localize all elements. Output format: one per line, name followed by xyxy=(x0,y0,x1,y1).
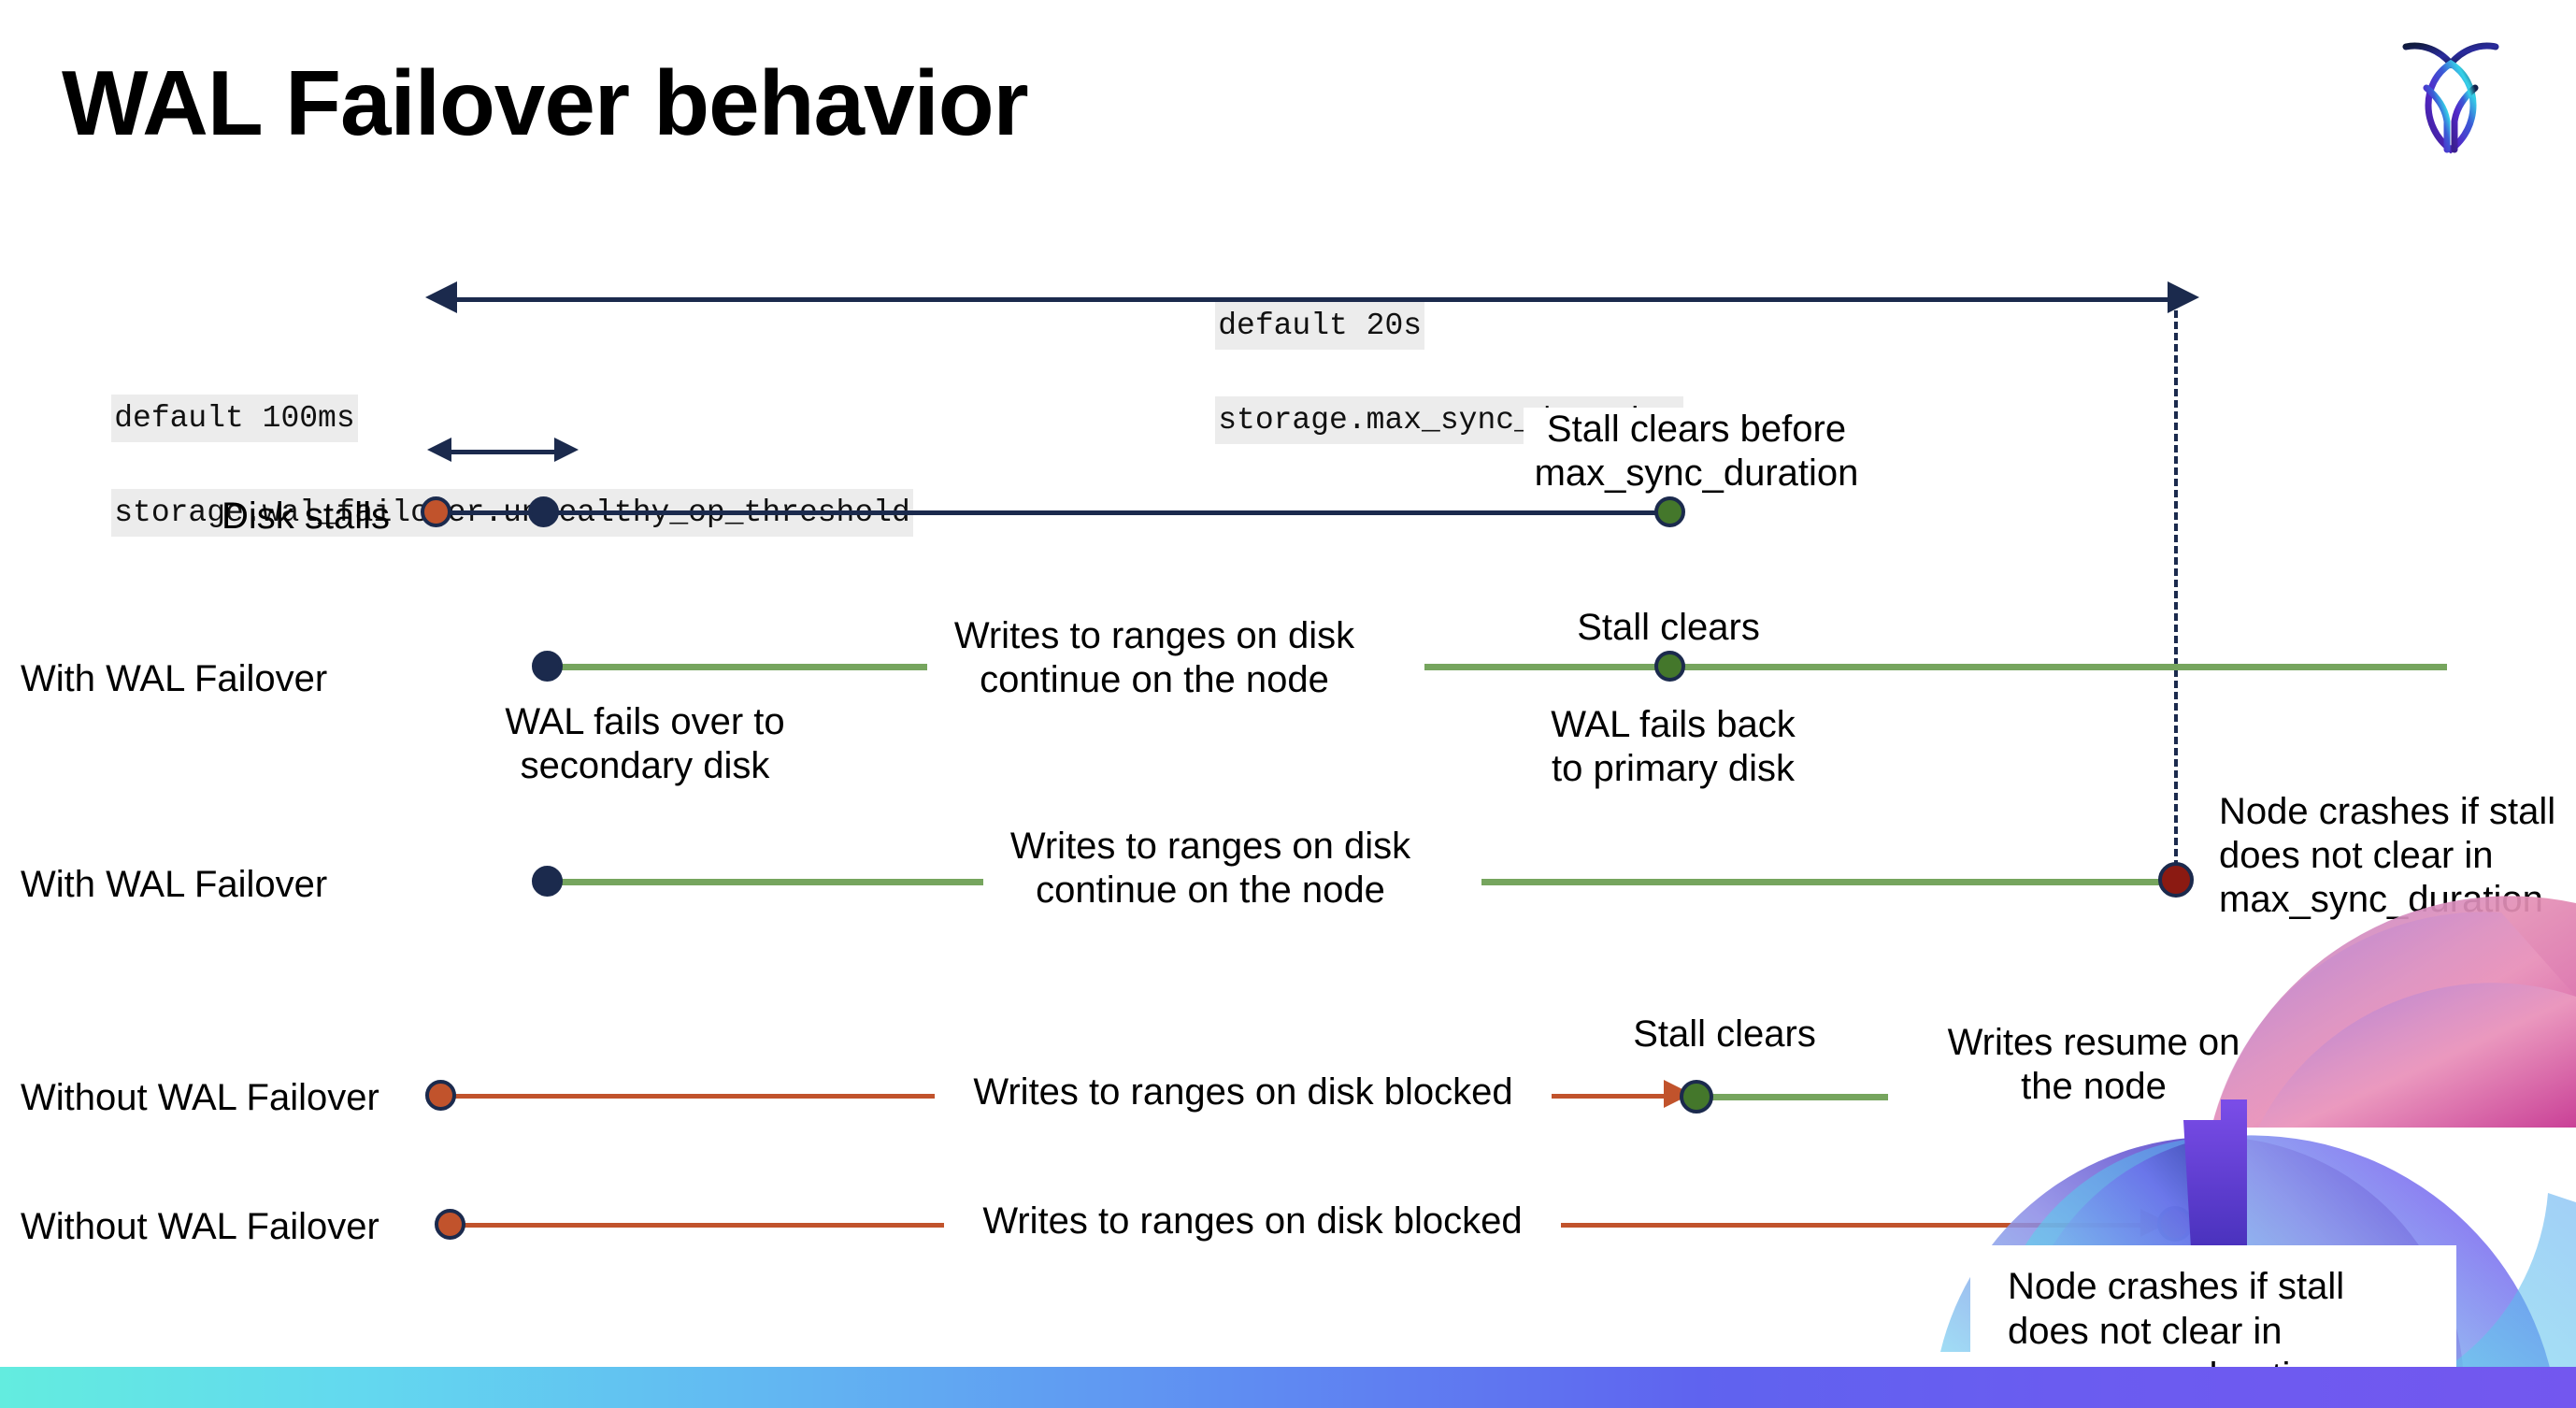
note-writes-blocked-2: Writes to ranges on disk blocked xyxy=(944,1200,1561,1244)
without-wal-2-stall-start-dot xyxy=(435,1209,465,1240)
note-writes-continue-1: Writes to ranges on disk continue on the… xyxy=(935,614,1374,703)
disk-stalls-timeline xyxy=(437,510,1681,515)
note-stall-clears-1: Stall clears xyxy=(1524,606,1813,651)
without-wal-1-blocked-line-a xyxy=(449,1094,935,1099)
without-wal-1-stall-start-dot xyxy=(425,1080,456,1111)
wal-failover-2-crash-dot xyxy=(2158,862,2194,898)
note-writes-blocked-1: Writes to ranges on disk blocked xyxy=(935,1070,1552,1115)
without-wal-2-crash-dot xyxy=(2157,1206,2193,1242)
threshold-arrow-left xyxy=(427,438,451,462)
without-wal-2-blocked-line-b xyxy=(1552,1223,2154,1228)
threshold-arrow-right xyxy=(554,438,579,462)
note-wal-fails-back: WAL fails back to primary disk xyxy=(1524,703,1823,792)
max-sync-default-value: default 20s xyxy=(1215,301,1425,350)
unhealthy-threshold-default-value: default 100ms xyxy=(111,394,358,442)
bottom-gradient-band xyxy=(0,1367,2576,1408)
disk-stall-clears-dot xyxy=(1654,496,1685,527)
max-sync-arrow-line xyxy=(457,297,2168,302)
without-wal-1-stall-clears-dot xyxy=(1680,1080,1713,1113)
max-sync-guide-line xyxy=(2174,299,2178,879)
max-sync-arrow-right xyxy=(2168,281,2199,313)
note-stall-clears-2: Stall clears xyxy=(1580,1013,1869,1057)
row-label-with-wal-failover-2: With WAL Failover xyxy=(21,864,328,905)
wal-failover-2-timeline-right xyxy=(1481,879,2173,885)
note-writes-resume: Writes resume on the node xyxy=(1921,1021,2267,1110)
threshold-arrow-line xyxy=(451,450,554,454)
max-sync-arrow-left xyxy=(425,281,457,313)
page-title: WAL Failover behavior xyxy=(62,51,1029,154)
note-writes-continue-2: Writes to ranges on disk continue on the… xyxy=(991,825,1430,913)
disk-stall-threshold-dot xyxy=(528,496,559,527)
wal-failover-2-timeline-left xyxy=(553,879,983,885)
without-wal-1-blocked-line-b xyxy=(1545,1094,1676,1099)
row-label-with-wal-failover-1: With WAL Failover xyxy=(21,658,328,699)
row-label-without-wal-failover-1: Without WAL Failover xyxy=(21,1077,379,1118)
cockroachdb-logo xyxy=(2395,30,2507,161)
wal-failover-1-timeline-left xyxy=(553,664,927,670)
without-wal-1-resume-line-far xyxy=(2292,1094,2441,1100)
wal-failover-1-stall-clears-dot xyxy=(1654,651,1685,682)
row-label-without-wal-failover-2: Without WAL Failover xyxy=(21,1206,379,1247)
max-sync-duration-label: default 20s storage.max_sync_duration xyxy=(1141,255,1684,491)
note-wal-fails-over: WAL fails over to secondary disk xyxy=(467,700,823,789)
without-wal-2-blocked-line-a xyxy=(458,1223,944,1228)
note-stall-clears-before-max-sync: Stall clears before max_sync_duration xyxy=(1524,408,1869,496)
unhealthy-threshold-label: default 100ms storage.wal_failover.unhea… xyxy=(37,348,913,583)
wal-failover-2-failover-dot xyxy=(532,866,563,897)
row-label-disk-stalls: Disk stalls xyxy=(222,496,391,537)
wal-failover-1-timeline-right xyxy=(1424,664,2447,670)
wal-failover-1-failover-dot xyxy=(532,651,563,682)
without-wal-1-resume-line xyxy=(1706,1094,1888,1100)
note-node-crashes-1: Node crashes if stall does not clear in … xyxy=(2219,790,2574,923)
disk-stall-start-dot xyxy=(421,496,451,527)
